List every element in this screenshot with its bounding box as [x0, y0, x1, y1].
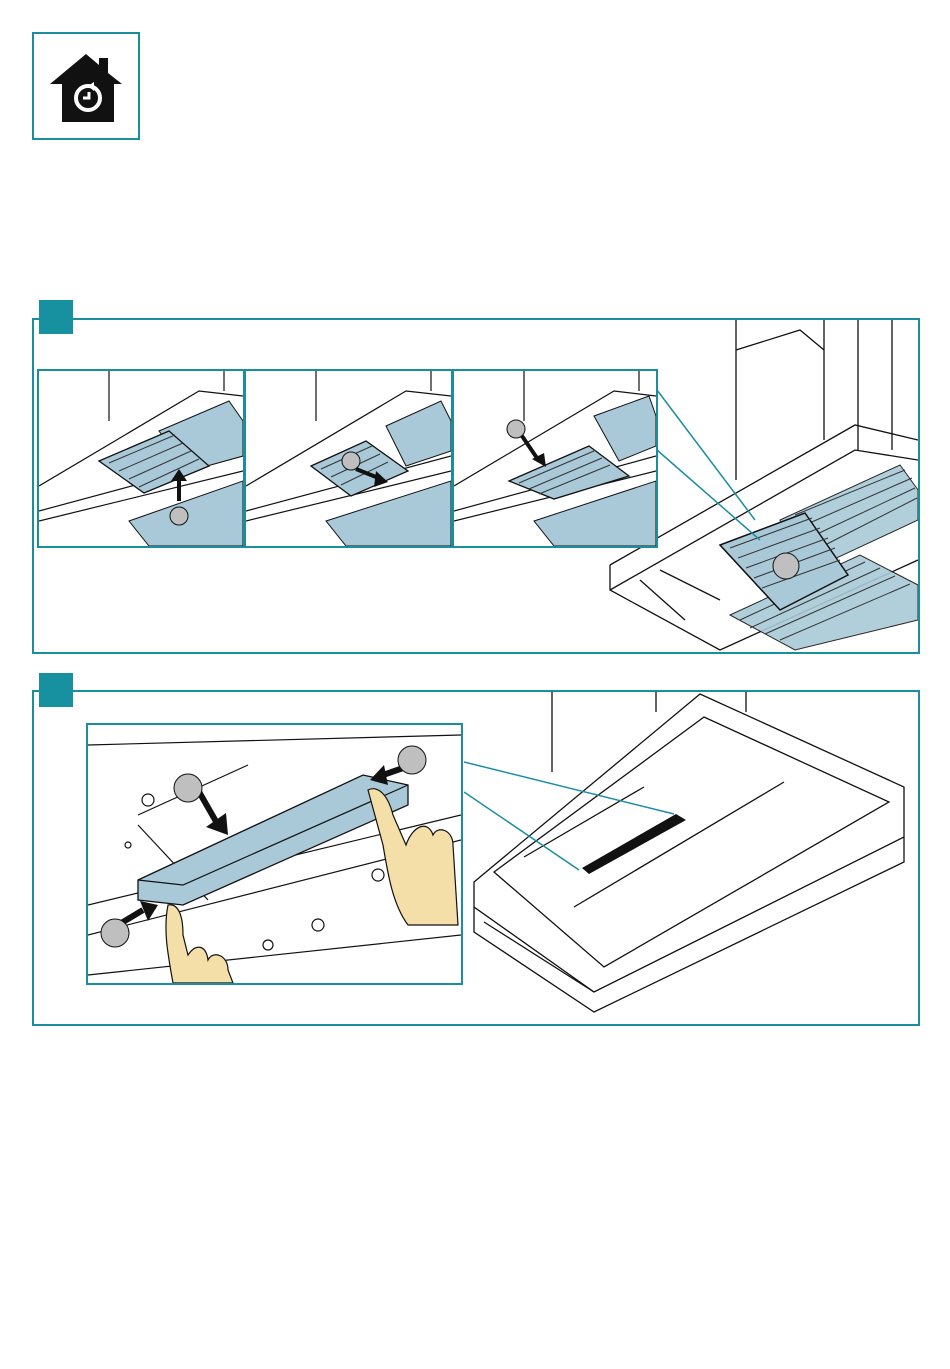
step-1-inset-2-callout — [342, 452, 360, 470]
step-2-hood-illustration — [464, 692, 918, 1024]
step-1-main-callout — [773, 553, 799, 579]
step-1-inset-3-callout — [507, 420, 525, 438]
step-1-inset-2 — [244, 369, 453, 548]
right-hand-icon — [368, 789, 458, 925]
header-icon-box — [32, 32, 140, 140]
step-2-callout-1 — [174, 774, 202, 802]
home-service-icon — [34, 34, 138, 138]
step-1-inset-3 — [452, 369, 658, 548]
left-hand-icon — [166, 905, 233, 983]
step-1-inset-1 — [37, 369, 245, 548]
step-2-callout-3 — [101, 919, 129, 947]
step-1-inset-1-callout-a — [170, 507, 188, 525]
step-2-inset — [86, 723, 463, 985]
step-2-callout-2 — [398, 746, 426, 774]
step-2-marker — [39, 673, 73, 707]
step-1-marker — [39, 300, 73, 334]
